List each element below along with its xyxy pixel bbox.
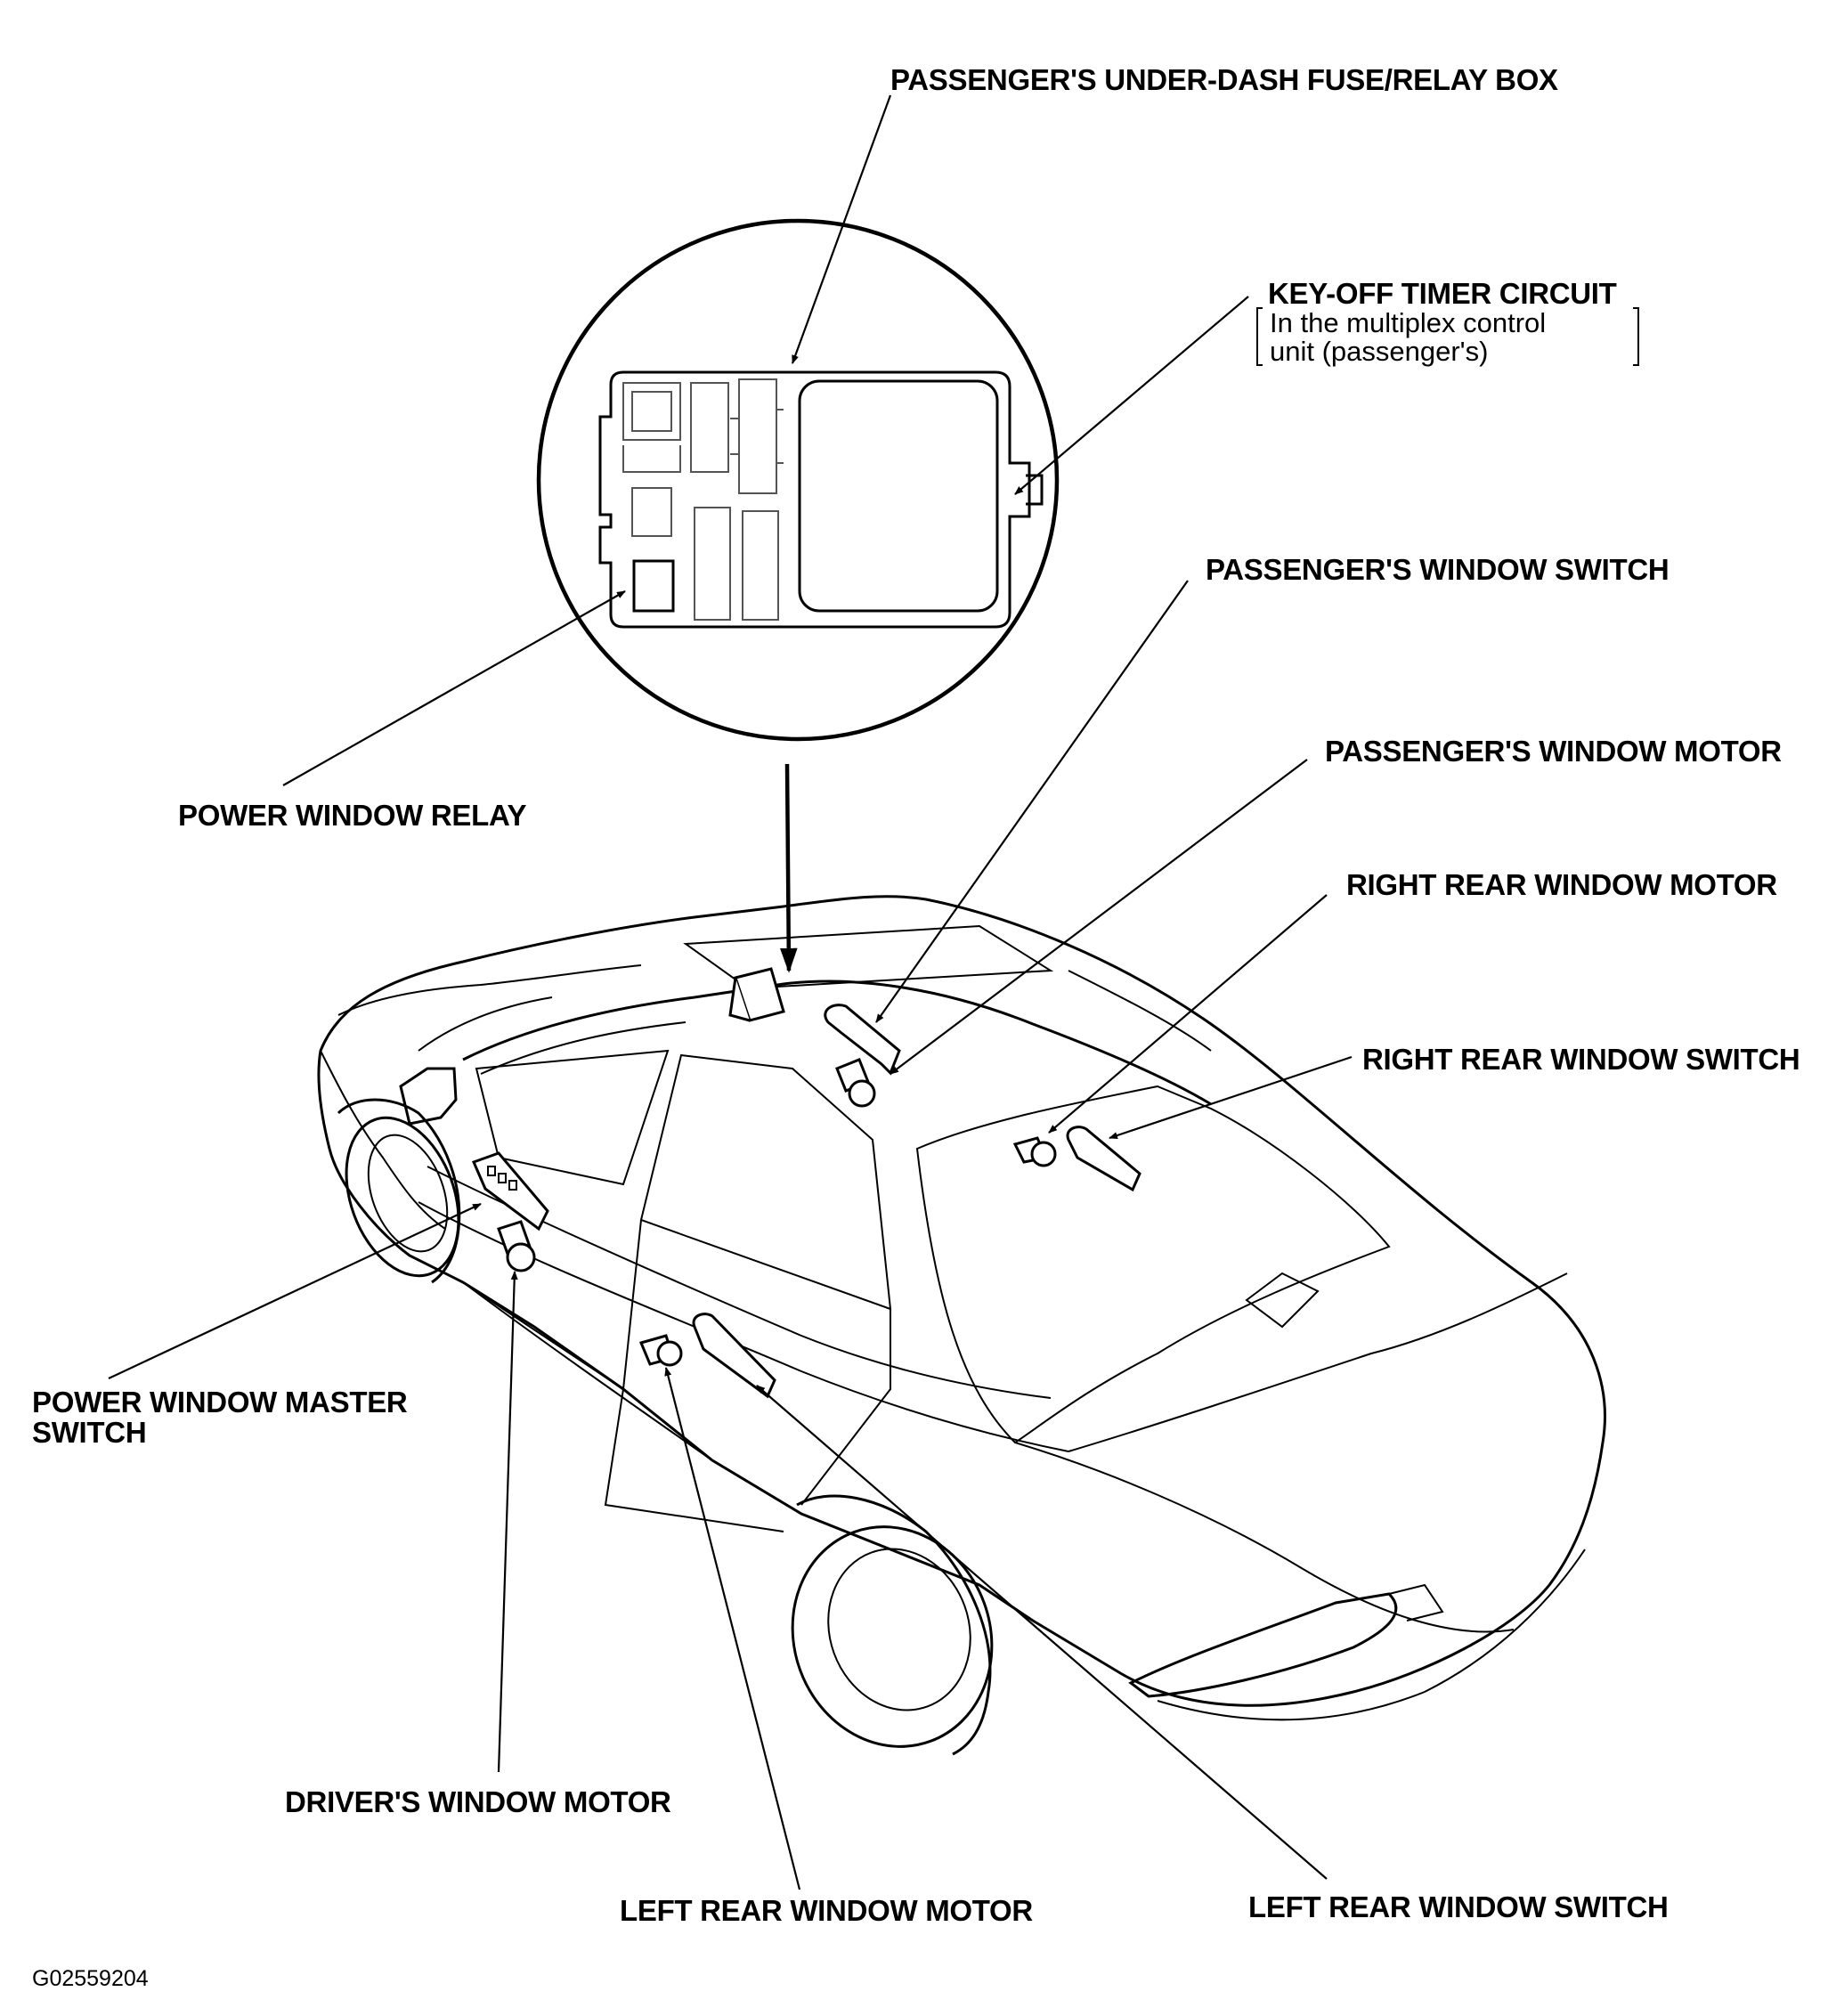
label-power-window-relay: POWER WINDOW RELAY <box>178 799 527 832</box>
label-key-off-note-line2: unit (passenger's) <box>1270 336 1489 367</box>
label-master-switch-line1: POWER WINDOW MASTER <box>32 1386 408 1419</box>
label-passenger-window-switch: PASSENGER'S WINDOW SWITCH <box>1206 553 1670 586</box>
label-fuse-relay-box: PASSENGER'S UNDER-DASH FUSE/RELAY BOX <box>890 63 1558 96</box>
label-key-off-timer: KEY-OFF TIMER CIRCUIT <box>1268 277 1617 310</box>
part-right-rear-window-motor <box>1012 1136 1057 1167</box>
part-passenger-window-switch <box>824 1004 901 1076</box>
leader-pass-window-motor <box>890 759 1308 1075</box>
label-master-switch-line2: SWITCH <box>32 1416 147 1449</box>
figure-code: G02559204 <box>32 1966 149 1991</box>
part-passenger-window-motor <box>835 1058 876 1108</box>
fuse-relay-box-illustration <box>598 370 1044 629</box>
label-right-rear-window-switch: RIGHT REAR WINDOW SWITCH <box>1362 1043 1800 1076</box>
label-right-rear-window-motor: RIGHT REAR WINDOW MOTOR <box>1346 868 1777 901</box>
part-right-rear-window-switch <box>1066 1126 1141 1192</box>
label-passenger-window-motor: PASSENGER'S WINDOW MOTOR <box>1325 735 1782 768</box>
leader-master-switch <box>108 1203 482 1379</box>
magnifier-inset <box>536 218 1060 742</box>
leader-fuse-box <box>791 94 892 364</box>
leader-right-rear-motor <box>1048 894 1328 1134</box>
leader-key-off-timer <box>1014 296 1249 495</box>
leader-driver-motor <box>497 1271 518 1773</box>
leader-left-rear-motor <box>664 1367 801 1890</box>
part-left-rear-window-switch <box>692 1313 776 1399</box>
label-key-off-note-line1: In the multiplex control <box>1270 307 1547 338</box>
part-multiplex-unit <box>728 967 785 1022</box>
note-bracket-right <box>1633 307 1639 366</box>
part-driver-window-motor <box>497 1220 536 1272</box>
part-master-switch <box>471 1151 549 1232</box>
leader-pass-window-switch <box>875 580 1189 1023</box>
part-left-rear-window-motor <box>638 1334 683 1367</box>
note-bracket-left <box>1256 307 1263 366</box>
label-left-rear-window-motor: LEFT REAR WINDOW MOTOR <box>620 1894 1033 1927</box>
leader-left-rear-switch <box>756 1385 1328 1880</box>
leader-lines <box>108 94 1353 1890</box>
leader-power-window-relay <box>282 590 626 786</box>
leader-right-rear-switch <box>1109 1055 1353 1140</box>
label-left-rear-window-switch: LEFT REAR WINDOW SWITCH <box>1248 1890 1669 1923</box>
label-driver-window-motor: DRIVER'S WINDOW MOTOR <box>285 1785 671 1818</box>
